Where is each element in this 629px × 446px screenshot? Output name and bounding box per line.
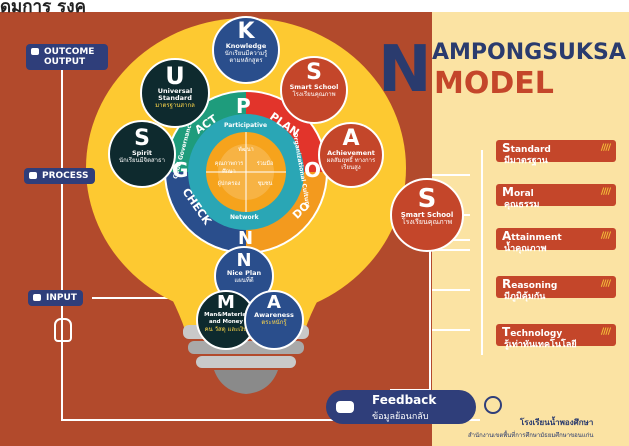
title-line1: AMPONGSUKSA: [432, 40, 626, 65]
feedback-icon: [336, 401, 354, 413]
top-strip: ุดมการ รงค: [0, 0, 629, 17]
circle-spirit: S Spirit นักเรียนมีจิตสาธา: [108, 120, 176, 188]
input-dot: [33, 294, 41, 301]
pdca-n: N: [238, 228, 254, 249]
label-input: INPUT: [28, 290, 83, 306]
nice-plan-en: Nice Plan: [226, 269, 262, 277]
universal-th: มาตรฐานสากล: [155, 102, 195, 109]
achievement-letter: A: [342, 126, 360, 151]
achievement-th: ผลสัมฤทธิ์ ทางการเรียนสูง: [326, 157, 376, 171]
moral-th: คุณธรรม: [504, 200, 540, 210]
circle-knowledge: K Knowledge นักเรียนมีความรู้ ตามหลักสูต…: [212, 16, 280, 84]
reasoning-stripes: ////: [600, 279, 611, 289]
model-item-attainment: Attainment น้ำคุณภาพ ////: [496, 228, 616, 254]
reasoning-en: Reasoning: [502, 277, 558, 291]
awareness-letter: A: [267, 292, 281, 313]
circle-achievement: A Achievement ผลสัมฤทธิ์ ทางการเรียนสูง: [318, 122, 384, 188]
school-name: โรงเรียนน้ำพองศึกษา: [520, 418, 594, 427]
inner-text-2: คุณภาพการศึกษา: [214, 161, 244, 175]
spirit-letter: S: [134, 126, 150, 151]
attainment-stripes: ////: [600, 231, 611, 241]
inner-text-1: พัฒนา: [238, 147, 254, 153]
pdca-g: G: [172, 158, 189, 182]
office-name: สำนักงานเขตพื้นที่การศึกษามัธยมศึกษาขอนแ…: [468, 432, 594, 439]
ring-participative: Participative: [224, 122, 268, 129]
circle-smart-school-right: S Smart School โรงเรียนคุณภาพ: [390, 178, 464, 252]
spirit-th: นักเรียนมีจิตสาธา: [118, 157, 166, 164]
feedback-th: ข้อมูลย้อนกลับ: [372, 412, 429, 422]
nice-plan-letter: N: [236, 250, 252, 271]
smart-right-th: โรงเรียนคุณภาพ: [401, 218, 453, 226]
pdca-o: O: [304, 158, 322, 182]
awareness-en: Awareness: [254, 311, 294, 319]
universal-en: Universal Standard: [157, 87, 193, 102]
ring-network: Network: [230, 214, 259, 221]
standard-stripes: ////: [600, 143, 611, 153]
circle-smart-school-top: S Smart School โรงเรียนคุณภาพ: [280, 56, 348, 124]
model-item-standard: Standard มีมาตรฐาน ////: [496, 140, 616, 166]
nice-plan-th: แผนที่ดี: [234, 277, 254, 284]
outcome-text: OUTCOME OUTPUT: [44, 47, 95, 67]
feedback-en: Feedback: [372, 393, 437, 407]
title-big-n: N: [378, 33, 432, 107]
inner-text-3: ร่วมมือ: [256, 161, 274, 167]
knowledge-th: นักเรียนมีความรู้ ตามหลักสูตร: [224, 50, 268, 64]
pdca-p: P: [236, 94, 251, 118]
spirit-en: Spirit: [131, 149, 153, 157]
input-text: INPUT: [46, 293, 77, 303]
lightbulb-outline-icon: [484, 396, 502, 414]
circle-universal-standard: U Universal Standard มาตรฐานสากล: [140, 58, 210, 128]
smart-right-letter: S: [417, 184, 437, 214]
moral-en: Moral: [502, 185, 534, 199]
attainment-th: น้ำคุณภาพ: [504, 244, 547, 254]
knowledge-letter: K: [237, 19, 255, 44]
reasoning-th: มีภูมิคุ้มกัน: [504, 292, 546, 302]
standard-th: มีมาตรฐาน: [504, 156, 548, 166]
outcome-dot: [31, 48, 39, 55]
model-item-moral: Moral คุณธรรม ////: [496, 184, 616, 210]
smart-top-th: โรงเรียนคุณภาพ: [292, 91, 336, 98]
inner-text-5: ชุมชน: [257, 181, 273, 187]
universal-letter: U: [165, 62, 185, 90]
technology-stripes: ////: [600, 327, 611, 337]
mmm-letter: M: [217, 292, 235, 313]
technology-en: Technology: [502, 325, 563, 339]
awareness-th: ตระหนักรู้: [261, 319, 287, 326]
mmm-th: คน วัสดุ และเงิน: [204, 326, 248, 333]
process-text: PROCESS: [42, 171, 89, 181]
title-line2: MODEL: [434, 66, 554, 101]
technology-th: รู้เท่าทันเทคโนโลยี: [504, 340, 577, 350]
feedback-box: Feedback ข้อมูลย้อนกลับ: [326, 390, 476, 424]
bulb-small-icon: [54, 318, 72, 342]
model-item-technology: Technology รู้เท่าทันเทคโนโลยี ////: [496, 324, 616, 350]
label-outcome-output: OUTCOME OUTPUT: [26, 44, 108, 70]
right-background: [432, 0, 629, 446]
process-dot: [29, 172, 37, 179]
pdca-wheel: [164, 90, 328, 254]
knowledge-en: Knowledge: [225, 42, 267, 50]
inner-text-4: ผู้ปกครอง: [217, 181, 241, 187]
circle-awareness: A Awareness ตระหนักรู้: [244, 290, 304, 350]
moral-stripes: ////: [600, 187, 611, 197]
standard-en: Standard: [502, 141, 551, 155]
attainment-en: Attainment: [502, 229, 562, 243]
smart-top-letter: S: [306, 60, 322, 85]
smart-top-en: Smart School: [289, 83, 339, 91]
header-cut-text: ุดมการ รงค: [0, 0, 86, 17]
label-process: PROCESS: [24, 168, 95, 184]
achievement-en: Achievement: [327, 149, 375, 157]
mmm-en: Man&Material and Money: [204, 312, 248, 325]
model-item-reasoning: Reasoning มีภูมิคุ้มกัน ////: [496, 276, 616, 302]
smart-right-en: Smart School: [400, 211, 454, 219]
